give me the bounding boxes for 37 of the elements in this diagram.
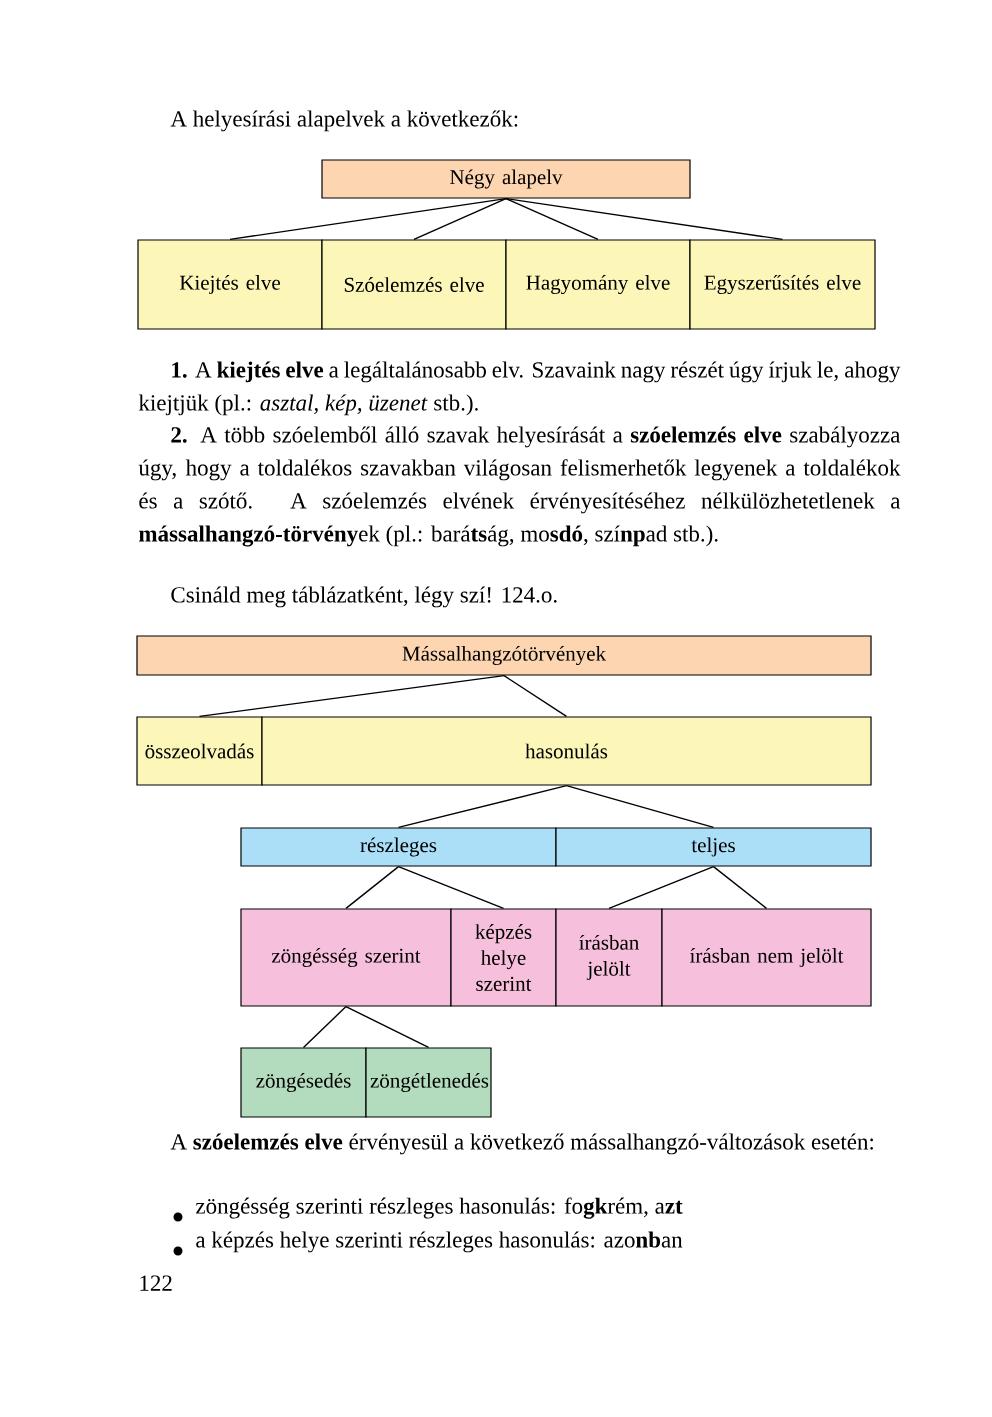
connector-line <box>505 197 599 241</box>
connector-line <box>397 784 568 829</box>
category-box: írásban jelölt <box>555 908 663 1007</box>
heading-box: Négy alapelv <box>321 159 691 199</box>
paragraph: Csináld meg táblázatként, légy szí! 124.o. <box>171 586 557 608</box>
connector-line <box>345 1005 430 1049</box>
connector-line <box>229 197 507 241</box>
paragraph: 1. A kiejtés elve a legáltalánosabb elv. Szavaink nagy részét úgy írjuk le, ahogy kiejtjük (pl.: asztal, kép, üzenet stb.). <box>138 361 901 416</box>
list-item: zöngésség szerinti részleges hasonulás: fogkrém, azt <box>196 1197 683 1219</box>
category-box: részleges <box>240 827 557 867</box>
category-box: Szóelemzés elve <box>321 239 507 330</box>
connector-line <box>712 865 768 910</box>
heading-box: Mássalhangzótörvények <box>136 635 872 676</box>
connector-line <box>608 865 715 910</box>
category-box: zöngétlenedés <box>365 1047 492 1118</box>
category-box: teljes <box>555 827 872 867</box>
connector-line <box>397 865 505 910</box>
category-box: képzés helye szerint <box>450 908 557 1007</box>
paragraph: A helyesírási alapelvek a következők: <box>170 110 518 132</box>
list-item: a képzés helye szerinti részleges hasonulás: azonban <box>196 1231 683 1253</box>
connector-line <box>505 197 784 241</box>
connector-line <box>302 1005 347 1049</box>
connector-line <box>503 674 568 718</box>
category-box: Kiejtés elve <box>137 239 323 330</box>
category-box: zöngésedés <box>240 1047 367 1118</box>
category-box: írásban nem jelölt <box>661 908 872 1007</box>
category-box: Egyszerűsítés elve <box>689 239 876 330</box>
connector-line <box>565 784 715 829</box>
connector-line <box>198 674 505 718</box>
category-box: összeolvadás <box>136 716 263 786</box>
category-box: Hagyomány elve <box>505 239 691 330</box>
connector-line <box>345 865 400 910</box>
connector-line <box>413 197 507 241</box>
paragraph: A szóelemzés elve érvényesül a következő mássalhangzó-változások esetén: <box>170 1133 873 1155</box>
page-number: 122 <box>140 1275 172 1291</box>
category-box: zöngésség szerint <box>240 908 452 1007</box>
paragraph: 2. A több szóelemből álló szavak helyesírását a szóelemzés elve szabályozza úgy, hogy a toldalékos szavakban világosan felismerhetők legyenek a toldalékok és a szótő. A szóelemzés elvének érvényesítéséhez nélkülözhetetlenek a mássalhangzó-törvények (pl.: barátság, mosdó, színpad stb.). <box>138 426 901 547</box>
